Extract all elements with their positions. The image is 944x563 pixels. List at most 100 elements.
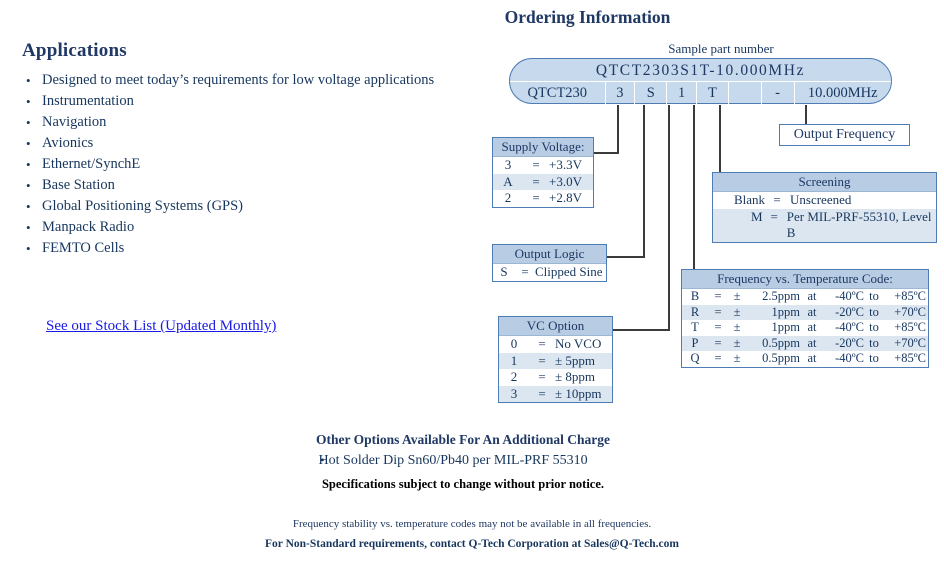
- vc-option-row-eq: =: [538, 385, 546, 401]
- freq-temp-low: -40ºC: [835, 351, 864, 365]
- application-item: •Navigation: [26, 114, 456, 132]
- spec-change-notice-text: Specifications subject to change without…: [321, 477, 605, 491]
- bullet-icon: •: [26, 73, 31, 88]
- supply-voltage-row-value: +3.3V: [549, 157, 582, 172]
- application-item-label: Ethernet/SynchE: [42, 156, 141, 172]
- output-logic-title: Output Logic: [493, 245, 606, 264]
- part-number-cell: -: [762, 82, 795, 104]
- vc-option-row-code: 1: [510, 352, 518, 368]
- part-number-cell: 1: [667, 82, 698, 104]
- freq-temp-title: Frequency vs. Temperature Code:: [682, 270, 928, 289]
- screening-row: M=Per MIL-PRF-55310, Level B: [713, 208, 936, 242]
- vc-option-row: 2=± 8ppm: [499, 369, 612, 386]
- application-item-label: Base Station: [42, 177, 115, 193]
- freq-temp-at: at: [807, 304, 817, 319]
- vc-option-row-value: ± 5ppm: [555, 352, 595, 368]
- vc-option-row-value: No VCO: [555, 336, 602, 351]
- freq-temp-to: to: [869, 351, 879, 365]
- sample-part-number-label: Sample part number: [668, 41, 774, 56]
- supply-voltage-row-eq: =: [532, 157, 540, 172]
- footer-note-stability: Frequency stability vs. temperature code…: [292, 518, 652, 530]
- bullet-icon: •: [26, 94, 31, 109]
- connector-output-logic: [606, 105, 645, 258]
- freq-temp-high: +70ºC: [894, 304, 926, 319]
- supply-voltage-row-eq: =: [532, 173, 540, 189]
- output-logic-row-code: S: [500, 264, 508, 279]
- application-item-label: Global Positioning Systems (GPS): [42, 198, 244, 214]
- freq-temp-at: at: [807, 335, 817, 350]
- freq-temp-low: -40ºC: [835, 289, 864, 303]
- freq-temp-pm: ±: [733, 335, 741, 350]
- vc-option-row-code: 2: [510, 369, 518, 384]
- other-options-heading-text: Other Options Available For An Additiona…: [315, 432, 611, 447]
- bullet-icon: •: [26, 178, 31, 193]
- freq-temp-low: -20ºC: [835, 335, 864, 350]
- vc-option-row: 1=± 5ppm: [499, 352, 612, 369]
- freq-temp-eq: =: [714, 289, 722, 303]
- connector-vc-option: [613, 105, 670, 331]
- output-logic-row-eq: =: [521, 264, 529, 279]
- bullet-icon: •: [26, 199, 31, 214]
- stock-list-link[interactable]: See our Stock List (Updated Monthly): [46, 318, 277, 334]
- screening-row: Blank=Unscreened: [713, 192, 936, 209]
- freq-temp-ppm: 1ppm: [771, 320, 800, 334]
- freq-temp-low: -40ºC: [835, 320, 864, 334]
- freq-temp-high: +85ºC: [894, 289, 926, 303]
- screening-row-eq: =: [770, 208, 778, 224]
- vc-option-row-code: 3: [510, 385, 518, 401]
- freq-temp-ppm: 1ppm: [771, 304, 800, 319]
- application-item: •Instrumentation: [26, 93, 456, 111]
- supply-voltage-row-code: 2: [504, 190, 512, 205]
- vc-option-row-code: 0: [510, 336, 518, 351]
- freq-temp-ppm: 0.5ppm: [762, 335, 800, 350]
- bullet-icon: •: [26, 157, 31, 172]
- freq-temp-pm: ±: [733, 320, 741, 334]
- screening-row-value: Per MIL-PRF-55310, Level B: [786, 208, 932, 241]
- part-number-full: QTCT2303S1T-10.000MHz: [595, 62, 806, 79]
- output-logic-row: S = Clipped Sine: [493, 264, 606, 281]
- freq-temp-to: to: [869, 335, 879, 350]
- applications-list: • Designed to meet today’s requirements f…: [26, 72, 456, 261]
- part-number-cell: [729, 82, 762, 104]
- supply-voltage-row-code: A: [503, 173, 513, 189]
- part-number-cell: QTCT230: [510, 82, 606, 104]
- vc-option-title: VC Option: [499, 317, 612, 336]
- output-logic-row-value: Clipped Sine: [535, 264, 603, 279]
- application-item: • Ethernet/SynchE: [26, 156, 456, 174]
- supply-voltage-row: 3 = +3.3V: [493, 157, 593, 174]
- application-item-label: Avionics: [42, 135, 94, 151]
- freq-temp-eq: =: [714, 351, 722, 365]
- freq-temp-eq: =: [714, 335, 722, 350]
- application-item-label: FEMTO Cells: [42, 240, 125, 256]
- supply-voltage-row: 2=+2.8V: [493, 190, 593, 207]
- bullet-icon: •: [26, 115, 31, 130]
- freq-temp-box: Frequency vs. Temperature Code: B=±2.5pp…: [681, 269, 929, 368]
- part-number-cell: 10.000MHz: [807, 85, 878, 101]
- bullet-icon: •: [320, 453, 325, 467]
- application-item-label: Designed to meet today’s requirements fo…: [42, 72, 435, 88]
- freq-temp-high: +85ºC: [894, 351, 926, 365]
- freq-temp-ppm: 2.5ppm: [762, 289, 800, 303]
- application-item: • Designed to meet today’s requirements f…: [26, 72, 456, 90]
- output-frequency-box: Output Frequency: [779, 124, 910, 146]
- bullet-icon: •: [26, 241, 31, 256]
- supply-voltage-title: Supply Voltage:: [493, 138, 593, 157]
- screening-row-code: Blank: [733, 192, 765, 207]
- freq-temp-pm: ±: [733, 289, 741, 303]
- other-options-heading: Other Options Available For An Additiona…: [0, 432, 944, 448]
- freq-temp-ppm: 0.5ppm: [762, 351, 800, 365]
- supply-voltage-row-code: 3: [504, 157, 512, 172]
- spec-change-notice: Specifications subject to change without…: [0, 477, 944, 492]
- freq-temp-eq: =: [714, 320, 722, 334]
- supply-voltage-row: A=+3.0V: [493, 173, 593, 190]
